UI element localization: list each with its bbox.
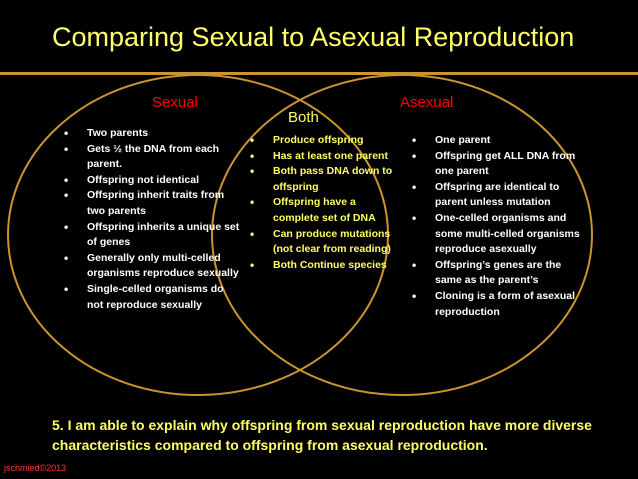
sexual-circle-label: Sexual [152,94,198,111]
sexual-traits-list: Two parents Gets ½ the DNA from each par… [60,126,240,313]
list-item: Offspring are identical to parent unless… [408,180,583,211]
shared-traits-list: Produce offspring Has at least one paren… [246,133,396,273]
list-item: Single-celled organisms do not reproduce… [60,282,240,313]
copyright-footer: jschmied©2013 [4,463,67,473]
list-item: Generally only multi-celled organisms re… [60,251,240,282]
learning-target-statement: 5. I am able to explain why offspring fr… [52,417,592,453]
list-item: Gets ½ the DNA from each parent. [60,142,240,173]
list-item: Offspring have a complete set of DNA [246,195,396,226]
asexual-circle-label: Asexual [400,94,454,111]
both-region-label: Both [288,109,319,126]
slide-title: Comparing Sexual to Asexual Reproduction [52,22,575,52]
asexual-traits-list: One parent Offspring get ALL DNA from on… [408,133,583,320]
list-item: Offspring inherit traits from two parent… [60,188,240,219]
list-item: Both Continue species [246,258,396,274]
list-item: Two parents [60,126,240,142]
list-item: Offspring not identical [60,173,240,189]
list-item: Offspring inherits a unique set of genes [60,220,240,251]
list-item: One-celled organisms and some multi-cell… [408,211,583,258]
list-item: Cloning is a form of asexual reproductio… [408,289,583,320]
list-item: Both pass DNA down to offspring [246,164,396,195]
list-item: Offspring’s genes are the same as the pa… [408,258,583,289]
list-item: Offspring get ALL DNA from one parent [408,149,583,180]
title-divider [0,72,638,75]
list-item: One parent [408,133,583,149]
list-item: Can produce mutations (not clear from re… [246,227,396,258]
list-item: Produce offspring [246,133,396,149]
list-item: Has at least one parent [246,149,396,165]
